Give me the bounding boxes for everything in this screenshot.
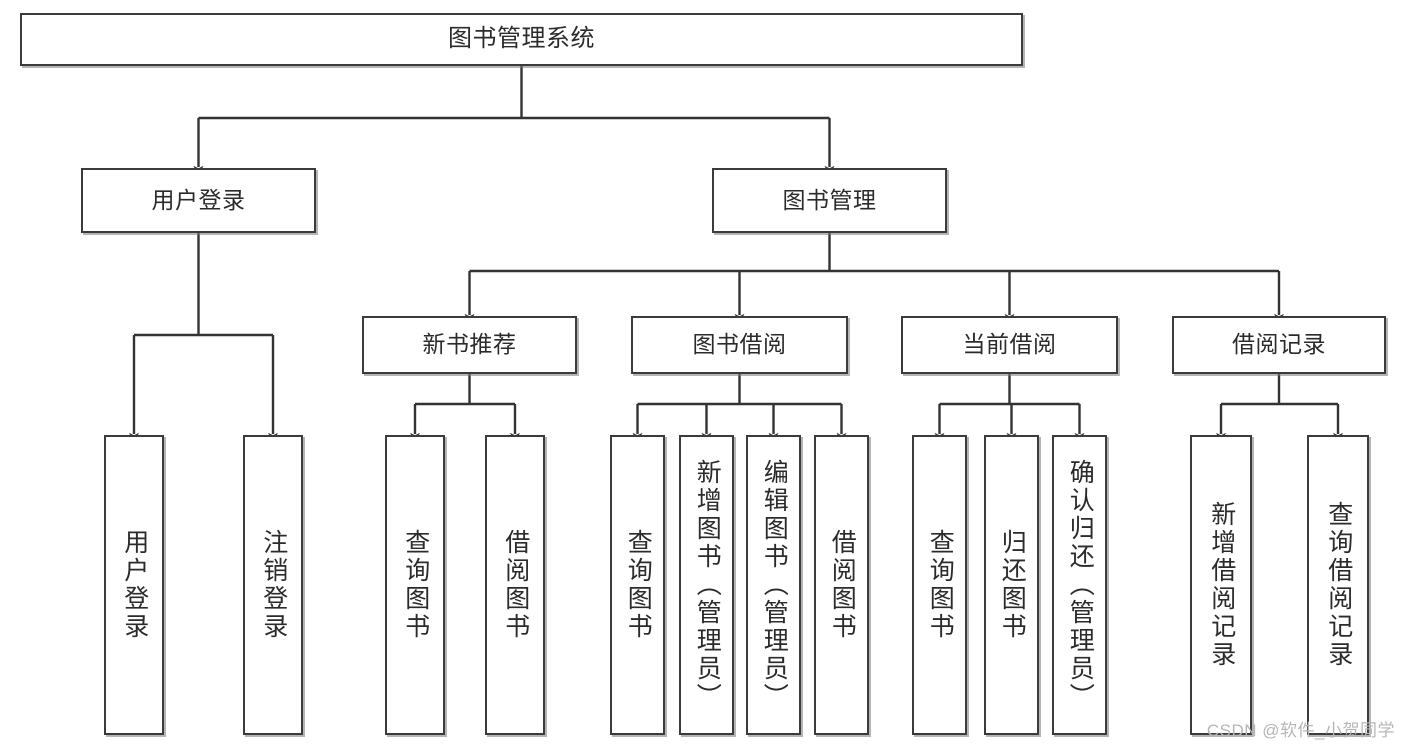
node-records[interactable]: 借阅记录: [1172, 316, 1386, 374]
node-label: 新书推荐: [422, 331, 517, 358]
node-label: 归还图书: [998, 529, 1027, 641]
node-root[interactable]: 图书管理系统: [20, 13, 1023, 66]
node-label: 注销登录: [259, 529, 288, 641]
node-label: 查询图书: [401, 529, 430, 641]
node-leaf-cur-query[interactable]: 查询图书: [912, 435, 967, 735]
tree-connectors: [129, 66, 1343, 443]
watermark: CSDN @软件_小贺同学: [1206, 721, 1395, 740]
node-leaf-cur-confirm[interactable]: 确认归还（管理员）: [1052, 435, 1107, 735]
node-leaf-rec-query[interactable]: 查询借阅记录: [1307, 435, 1369, 735]
node-label: 图书管理系统: [448, 25, 595, 53]
node-label: 用户登录: [120, 529, 149, 641]
node-leaf-rec-add[interactable]: 新增借阅记录: [1190, 435, 1252, 735]
node-leaf-nb-query[interactable]: 查询图书: [385, 435, 445, 735]
node-label: 查询图书: [624, 529, 653, 641]
node-label: 借阅图书: [501, 529, 530, 641]
node-newbook[interactable]: 新书推荐: [362, 316, 577, 374]
node-label: 查询借阅记录: [1324, 501, 1353, 669]
node-leaf-bk-borrow[interactable]: 借阅图书: [814, 435, 869, 735]
node-borrow[interactable]: 图书借阅: [631, 316, 848, 374]
node-current[interactable]: 当前借阅: [901, 316, 1118, 374]
node-label: 确认归还（管理员）: [1066, 459, 1095, 711]
node-label: 新增图书（管理员）: [693, 459, 722, 711]
node-label: 借阅记录: [1232, 331, 1326, 358]
node-label: 新增借阅记录: [1207, 501, 1236, 669]
node-leaf-bk-add[interactable]: 新增图书（管理员）: [679, 435, 734, 735]
node-leaf-user-login[interactable]: 用户登录: [104, 435, 164, 735]
node-leaf-nb-borrow[interactable]: 借阅图书: [485, 435, 545, 735]
node-label: 查询图书: [926, 529, 955, 641]
node-label: 借阅图书: [828, 529, 857, 641]
node-label: 编辑图书（管理员）: [760, 459, 789, 711]
node-leaf-user-logout[interactable]: 注销登录: [243, 435, 303, 735]
node-label: 图书管理: [782, 186, 877, 213]
node-label: 图书借阅: [692, 331, 787, 358]
node-login[interactable]: 用户登录: [81, 168, 316, 233]
node-leaf-bk-edit[interactable]: 编辑图书（管理员）: [746, 435, 801, 735]
node-leaf-bk-query[interactable]: 查询图书: [610, 435, 665, 735]
node-leaf-cur-return[interactable]: 归还图书: [984, 435, 1039, 735]
node-label: 用户登录: [151, 186, 246, 213]
node-bookmgmt[interactable]: 图书管理: [712, 168, 947, 233]
node-label: 当前借阅: [962, 331, 1057, 358]
